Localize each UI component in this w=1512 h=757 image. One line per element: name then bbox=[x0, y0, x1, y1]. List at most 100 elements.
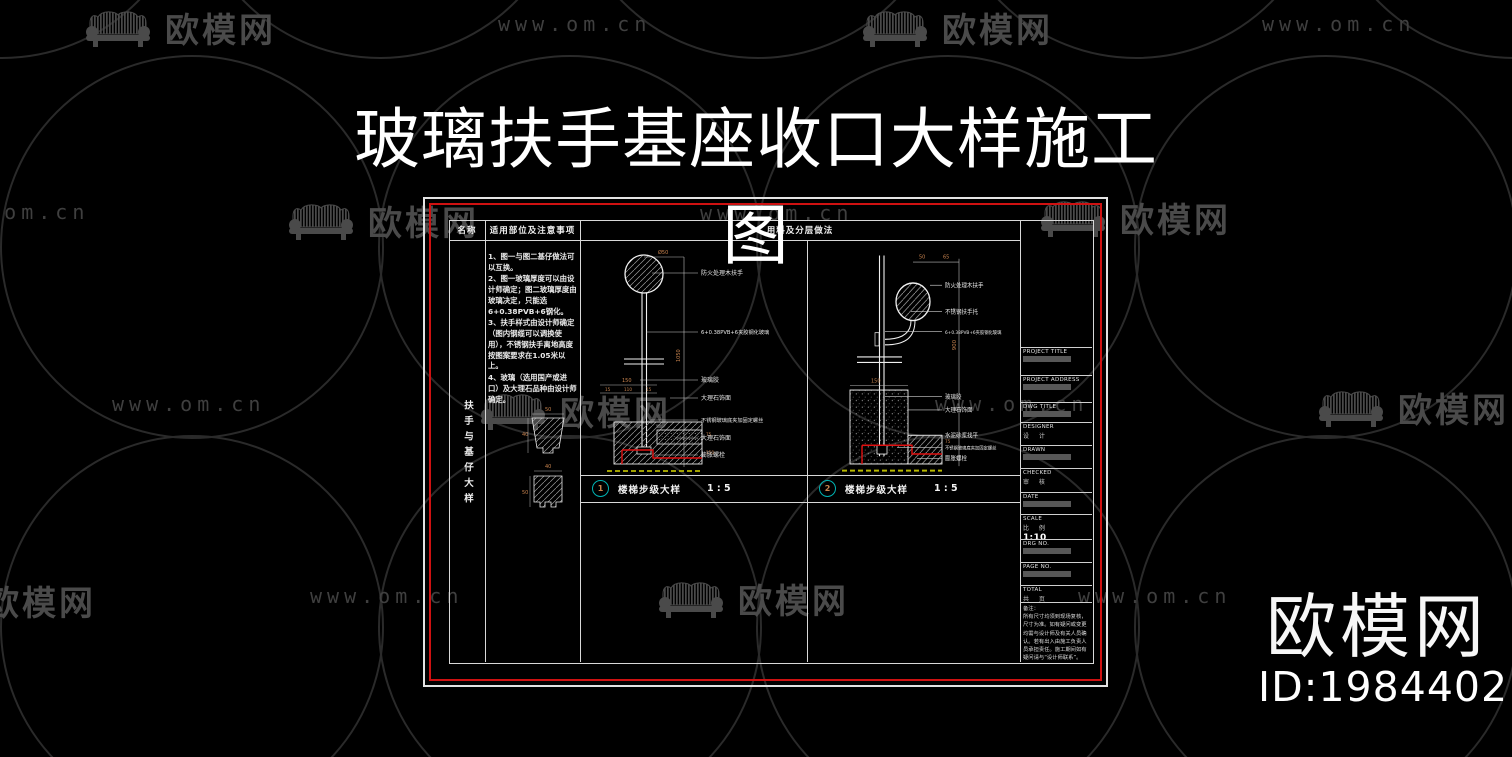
table-line bbox=[1020, 220, 1021, 662]
header-notes: 适用部位及注意事项 bbox=[489, 226, 576, 236]
svg-text:900: 900 bbox=[952, 340, 958, 351]
svg-text:40: 40 bbox=[545, 464, 551, 470]
titleblock-row-scale: SCALE 比 例 1:10 bbox=[1020, 514, 1092, 543]
watermark-logo: 欧模网 bbox=[862, 3, 1053, 52]
watermark-logo: 欧模网 bbox=[1318, 383, 1509, 432]
mortar-band bbox=[656, 429, 703, 445]
figure-2-title: 2 楼梯步级大样 1 : 5 bbox=[807, 475, 1020, 502]
figure-scale: 1 : 5 bbox=[934, 483, 958, 494]
redacted-value bbox=[1023, 411, 1071, 417]
watermark-logo: 欧模网 bbox=[1040, 193, 1231, 242]
brand-id-label: ID:1984402 bbox=[1258, 663, 1509, 711]
sofa-icon bbox=[862, 8, 930, 48]
watermark-logo: 欧模网 bbox=[0, 584, 96, 624]
callout-label: 不锈钢玻璃底夹加固定螺丝 bbox=[945, 444, 997, 451]
handrail-bracket bbox=[884, 320, 912, 340]
titleblock-row-page-no: PAGE NO. bbox=[1020, 562, 1092, 585]
figure-scale: 1 : 5 bbox=[707, 483, 731, 494]
callout-label: 防火处理木扶手 bbox=[701, 269, 743, 277]
redacted-value bbox=[1023, 548, 1071, 554]
callout-label: 不锈钢扶手托 bbox=[945, 308, 978, 316]
table-header-line bbox=[449, 240, 1020, 241]
redacted-value bbox=[1023, 356, 1071, 362]
cad-sheet: 名称 适用部位及注意事项 用料及分层做法 扶手与基仔大样 1、图一与图二基仔做法… bbox=[423, 197, 1108, 687]
svg-text:15: 15 bbox=[646, 387, 652, 392]
figure-title-text: 楼梯步级大样 bbox=[618, 484, 682, 496]
callout-label: 大理石饰面 bbox=[701, 394, 731, 402]
titleblock-remark: 备注： 所有尺寸均须到现场复核， 尺寸为准。如有疑问或变更 均需与设计师及有关人… bbox=[1020, 602, 1092, 662]
step-block bbox=[907, 434, 943, 465]
handrail-bracket bbox=[884, 320, 916, 346]
svg-text:65: 65 bbox=[943, 255, 949, 261]
watermark-logo: 欧模网 bbox=[85, 3, 276, 52]
watermark-logo: 欧模网 bbox=[288, 196, 479, 245]
header-main: 用料及分层做法 bbox=[766, 226, 834, 236]
redacted-value bbox=[1023, 454, 1071, 460]
figure-number-badge: 2 bbox=[819, 480, 836, 497]
titleblock-row-drawn: DRAWN bbox=[1020, 445, 1092, 468]
svg-text:150: 150 bbox=[706, 450, 714, 455]
svg-text:110: 110 bbox=[624, 387, 632, 392]
watermark-url: www.om.cn bbox=[1078, 584, 1232, 608]
remark-title: 备注： bbox=[1023, 606, 1039, 612]
svg-text:50: 50 bbox=[522, 490, 528, 496]
note-line: 1、图一与图二基仔做法可以互换。 bbox=[488, 252, 575, 272]
svg-text:75: 75 bbox=[945, 439, 951, 445]
callout-label: 大理石饰面 bbox=[945, 406, 973, 414]
watermark-url: www.om.cn bbox=[310, 584, 464, 608]
profile-figures: 50 40 40 50 bbox=[522, 407, 565, 508]
sheet-table-frame bbox=[449, 220, 1094, 664]
strip-line bbox=[580, 502, 1020, 503]
titleblock-row-drg-no: DRG NO. bbox=[1020, 539, 1092, 562]
note-line: 2、图一玻璃厚度可以由设计师确定；图二玻璃厚度由玻璃决定，只能选 6+0.38P… bbox=[488, 274, 577, 316]
note-line: 3、扶手样式由设计师确定（图内钢缆可以调换使用），不锈钢扶手离地高度按图案要求在… bbox=[488, 318, 575, 371]
svg-text:150: 150 bbox=[871, 378, 881, 384]
header-name: 名称 bbox=[457, 226, 477, 236]
svg-text:50: 50 bbox=[545, 407, 551, 413]
titleblock-row-project-title: PROJECT TITLE bbox=[1020, 347, 1092, 375]
callout-label: 6+0.38PVB+6夹胶钢化玻璃 bbox=[701, 328, 769, 336]
callout-label: 膨胀螺栓 bbox=[945, 454, 967, 462]
titleblock-row-date: DATE bbox=[1020, 492, 1092, 514]
handrail-section bbox=[624, 254, 664, 294]
titleblock-row-project-address: PROJECT ADDRESS bbox=[1020, 375, 1092, 402]
page-title: 玻璃扶手基座收口大样施工图 bbox=[354, 101, 1158, 274]
callout-label: 水泥砂浆找平 bbox=[945, 431, 978, 439]
svg-text:150: 150 bbox=[622, 378, 632, 384]
note-line: 4、玻璃（选用国产或进口）及大理石品种由设计师确定。 bbox=[488, 373, 577, 404]
watermark-logo: 欧模网 bbox=[658, 574, 849, 623]
svg-text:1050: 1050 bbox=[676, 349, 682, 362]
callout-label: 不锈钢玻璃底夹加固定螺丝 bbox=[701, 416, 763, 424]
handrail-section bbox=[895, 282, 931, 322]
redacted-value bbox=[1023, 384, 1071, 390]
strip-line bbox=[580, 475, 1020, 476]
sofa-icon bbox=[85, 8, 153, 48]
figure-1-title: 1 楼梯步级大样 1 : 5 bbox=[580, 475, 807, 502]
svg-text:40: 40 bbox=[522, 432, 528, 438]
notes-block: 1、图一与图二基仔做法可以互换。 2、图一玻璃厚度可以由设计师确定；图二玻璃厚度… bbox=[488, 252, 578, 406]
sofa-icon bbox=[1318, 388, 1386, 428]
table-line bbox=[485, 220, 486, 662]
table-line bbox=[580, 220, 581, 662]
sheet-red-border bbox=[429, 203, 1102, 681]
glass-clamp bbox=[874, 332, 880, 347]
watermark-url: www.om.cn bbox=[498, 12, 652, 36]
callout-label: 6+0.38PVB+6夹胶钢化玻璃 bbox=[945, 329, 1002, 336]
drawing-name-vertical: 扶手与基仔大样 bbox=[462, 399, 473, 509]
watermark-url: www.om.cn bbox=[1262, 12, 1416, 36]
figure-title-text: 楼梯步级大样 bbox=[845, 484, 909, 496]
callout-label: 防火处理木扶手 bbox=[945, 281, 984, 289]
figure-2-drawing: 50 65 900 150 75 防火处理木扶手 不锈钢扶手托 bbox=[842, 255, 1002, 472]
titleblock-row-dwg-title: DWG TITLE bbox=[1020, 402, 1092, 422]
redacted-value bbox=[1023, 501, 1071, 507]
redacted-value bbox=[1023, 571, 1071, 577]
scale-value: 1:10 bbox=[1023, 533, 1047, 543]
callout-label: 玻璃胶 bbox=[701, 376, 719, 384]
svg-text:75: 75 bbox=[706, 432, 712, 437]
panel-divider-line bbox=[807, 240, 808, 662]
glass-shoe bbox=[876, 444, 888, 455]
callout-label: 玻璃胶 bbox=[945, 393, 962, 401]
